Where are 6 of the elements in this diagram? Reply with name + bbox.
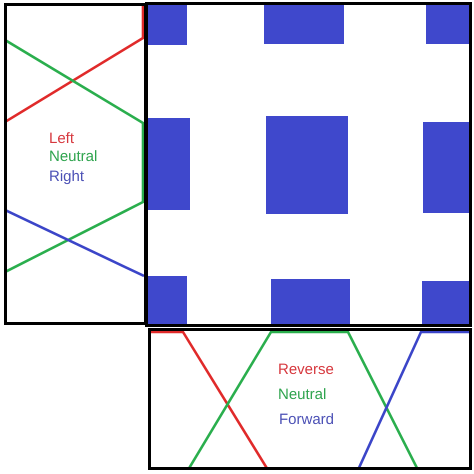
state-label: Right [49,168,84,186]
state-label: Left [49,130,74,148]
state-label: Neutral [49,148,98,166]
state-label: Neutral [278,386,326,404]
state-label: Reverse [278,361,334,379]
state-label: Forward [279,411,334,429]
